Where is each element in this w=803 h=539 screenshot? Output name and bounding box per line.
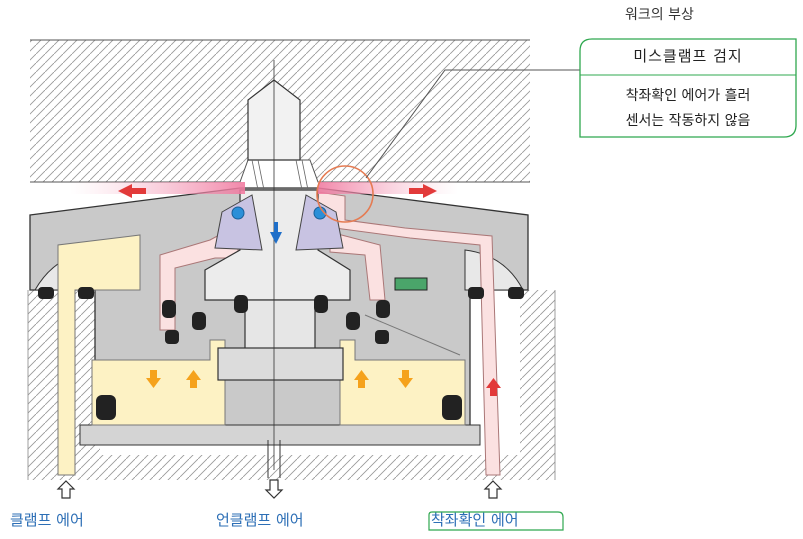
o-ring-seals — [38, 287, 524, 420]
callout-line-1: 착좌확인 에어가 흘러 — [625, 88, 751, 104]
seat-air-label-frame — [428, 511, 564, 531]
seat-air-up-arrow-icon — [483, 480, 503, 499]
callout-title: 미스클램프 검지 — [633, 47, 743, 65]
clamp-air-passages — [57, 234, 466, 476]
air-leak-flow — [70, 182, 458, 198]
seat-check-air-label: 착좌확인 에어 — [431, 511, 519, 529]
workpiece-lift-label: 워크의 부상 — [625, 7, 694, 23]
port-arrows — [56, 479, 503, 499]
detection-circle — [316, 165, 374, 223]
callout-leader — [365, 69, 580, 179]
unclamp-air-port — [267, 440, 281, 478]
miss-clamp-callout: 미스클램프 검지 착좌확인 에어가 흘러 센서는 작동하지 않음 — [580, 39, 796, 137]
clamp-air-up-arrow-icon — [56, 480, 76, 499]
piston-rod — [204, 79, 351, 381]
unclamp-air-label: 언클램프 에어 — [216, 511, 304, 529]
clamp-air-label: 클램프 에어 — [10, 511, 84, 529]
base-fixture — [27, 290, 556, 480]
callout-line-2: 센서는 작동하지 않음 — [625, 113, 751, 129]
seat-sensor — [394, 277, 428, 291]
wiper-seals — [231, 206, 327, 220]
unclamp-air-down-arrow-icon — [264, 479, 284, 499]
flow-arrows — [146, 222, 501, 396]
callout-box-outline — [579, 38, 797, 138]
